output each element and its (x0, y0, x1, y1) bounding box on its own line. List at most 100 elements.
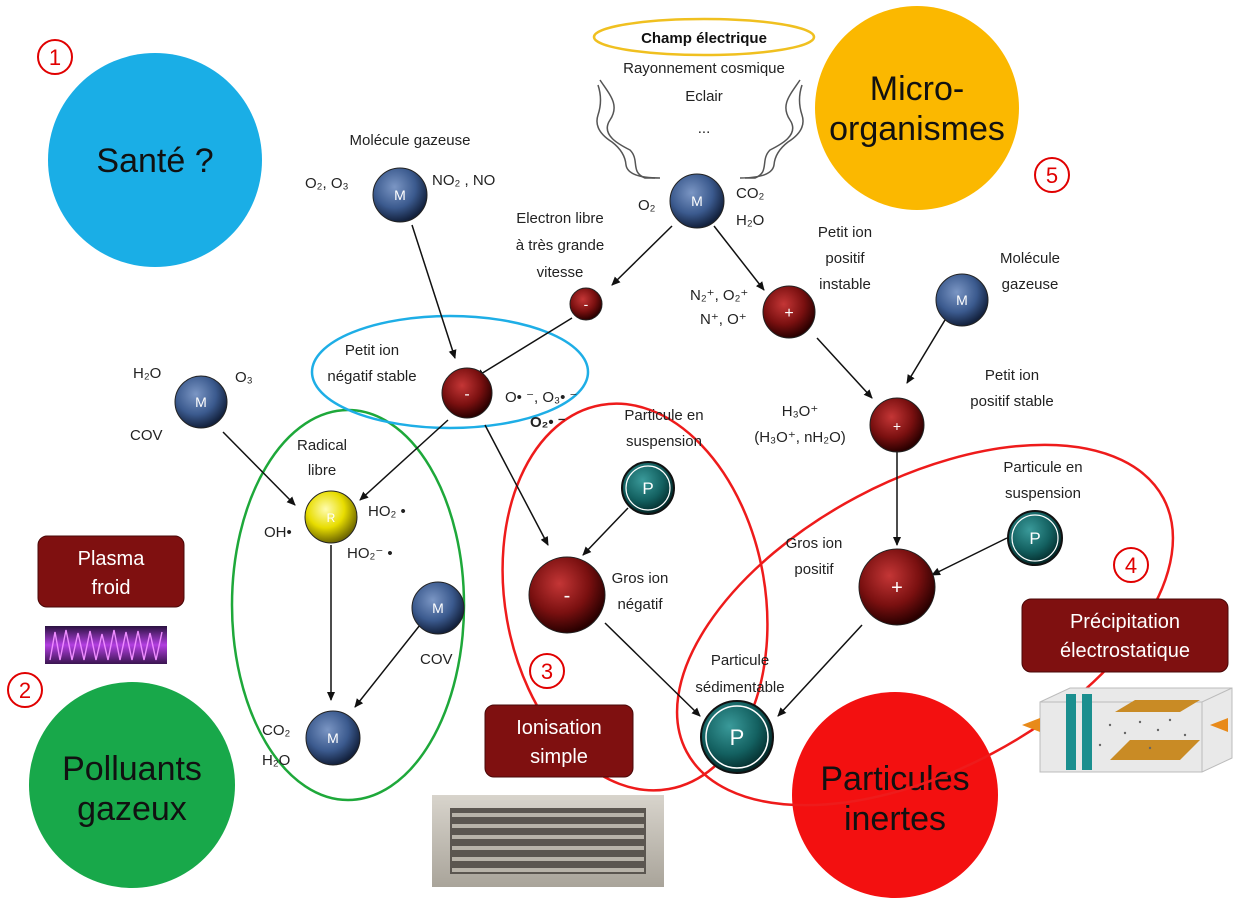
arrow-particle-to-gros-pos (931, 537, 1008, 576)
topic-micro: Micro- organismes (815, 6, 1019, 210)
label-radical-2: libre (308, 462, 336, 479)
svg-text:P: P (730, 725, 745, 750)
label-pos-species-1: N₂⁺, O₂⁺ (690, 287, 748, 304)
svg-text:M: M (394, 187, 406, 203)
label-neg-ion-1: Petit ion (345, 342, 399, 359)
box-precipitation: Précipitation électrostatique (1021, 598, 1229, 673)
molecule-source: M (669, 173, 725, 229)
svg-text:P: P (1029, 529, 1040, 548)
svg-text:froid: froid (92, 577, 131, 599)
label-neg-species-2: O₂• ⁻ (530, 414, 566, 431)
number-3: 3 (529, 653, 565, 689)
sante-label: Santé ? (96, 142, 213, 180)
arrow-neg-ion-to-gros-neg (484, 424, 549, 546)
svg-text:M: M (691, 193, 703, 209)
micro-label-2: organismes (829, 110, 1005, 148)
radical-free: R (304, 490, 358, 544)
particules-circle (792, 692, 998, 898)
label-part-susp-left-1: Particule en (624, 407, 703, 424)
svg-text:M: M (956, 292, 968, 308)
micro-label-1: Micro- (870, 70, 964, 108)
champ-label: Champ électrique (641, 30, 767, 47)
precipitator-image (1022, 687, 1233, 773)
arrow-electron-to-neg-ion (475, 317, 573, 378)
number-4: 4 (1113, 547, 1149, 583)
label-electron-2: à très grande (516, 237, 604, 254)
micro-circle (815, 6, 1019, 210)
svg-text:3: 3 (541, 659, 553, 684)
polluants-label-2: gazeux (77, 790, 187, 828)
label-molecule-right-1: Molécule (1000, 250, 1060, 267)
labels: Molécule gazeuse O₂, O₃ NO₂ , NO O₂ CO₂ … (130, 132, 1083, 769)
arrows (222, 224, 1008, 717)
arrow-particle-to-gros-neg (582, 507, 629, 556)
red-ring-left (501, 402, 769, 792)
label-part-susp-right-2: suspension (1005, 485, 1081, 502)
molecule-cov: M (411, 581, 465, 635)
svg-text:+: + (893, 418, 901, 434)
label-gros-pos-2: positif (794, 561, 834, 578)
label-pos-instable-3: instable (819, 276, 871, 293)
label-cov-lower: COV (420, 651, 453, 668)
small-positive-stable: + (869, 397, 925, 453)
small-negative-stable: - (441, 367, 493, 419)
particle-sedimentable: P (700, 700, 774, 774)
particle-suspension-left: P (621, 461, 675, 515)
arrow-cov-to-m (354, 624, 421, 708)
label-electron-1: Electron libre (516, 210, 604, 227)
label-part-susp-right-1: Particule en (1003, 459, 1082, 476)
svg-text:Plasma: Plasma (78, 548, 146, 570)
number-2: 2 (7, 672, 43, 708)
molecule-right: M (935, 273, 989, 327)
svg-text:Ionisation: Ionisation (516, 717, 602, 739)
topic-polluants: Polluants gazeux (29, 682, 235, 888)
big-negative-ion: - (528, 556, 606, 634)
svg-text:P: P (642, 479, 653, 498)
label-h3o-2: (H₃O⁺, nH₂O) (754, 429, 846, 446)
label-pos-instable-1: Petit ion (818, 224, 872, 241)
label-ho2-minus: HO₂⁻ • (347, 545, 393, 562)
blue-ring (310, 314, 590, 430)
svg-text:1: 1 (49, 45, 61, 70)
label-electron-3: vitesse (537, 264, 584, 281)
label-gros-pos-1: Gros ion (786, 535, 843, 552)
arrow-molecule-to-neg-ion (411, 224, 457, 359)
number-5: 5 (1034, 157, 1070, 193)
svg-text:-: - (584, 296, 589, 312)
svg-text:+: + (891, 577, 903, 599)
label-h2o-lower: H₂O (262, 752, 290, 769)
sante-circle (48, 53, 262, 267)
particules-label-2: inertes (844, 800, 946, 838)
arrow-m-to-radical (222, 431, 296, 506)
label-no2-no: NO₂ , NO (432, 172, 495, 189)
arrow-source-to-electron (611, 225, 673, 286)
topic-particules: Particules inertes (792, 692, 998, 898)
label-pos-stable-2: positif stable (970, 393, 1053, 410)
svg-text:Précipitation: Précipitation (1070, 611, 1180, 633)
svg-text:2: 2 (19, 678, 31, 703)
label-neg-ion-2: négatif stable (327, 368, 416, 385)
arrow-pos-ion-to-stable (816, 337, 873, 399)
label-h2o-left: H₂O (133, 365, 161, 382)
molecule-left: M (174, 375, 228, 429)
rayonnement-label: Rayonnement cosmique (623, 60, 785, 77)
small-positive-unstable: + (762, 285, 816, 339)
big-positive-ion: + (858, 548, 936, 626)
arrow-molecule-to-stable (906, 319, 946, 384)
label-cov-left: COV (130, 427, 163, 444)
svg-text:-: - (464, 386, 469, 403)
box-ionisation-simple: Ionisation simple (484, 704, 634, 778)
particle-suspension-right: P (1007, 510, 1063, 566)
label-o2-o3: O₂, O₃ (305, 175, 349, 192)
arrow-gros-neg-to-sedimentable (604, 622, 701, 717)
label-radical-1: Radical (297, 437, 347, 454)
label-pos-stable-1: Petit ion (985, 367, 1039, 384)
svg-text:+: + (784, 305, 793, 322)
svg-text:5: 5 (1046, 163, 1058, 188)
ionizer-grill-image (432, 795, 664, 887)
label-part-susp-left-2: suspension (626, 433, 702, 450)
eclair-label: Eclair (685, 88, 723, 105)
energy-source-cloud: Champ électrique Rayonnement cosmique Ec… (592, 17, 816, 179)
label-sedim-2: sédimentable (695, 679, 784, 696)
